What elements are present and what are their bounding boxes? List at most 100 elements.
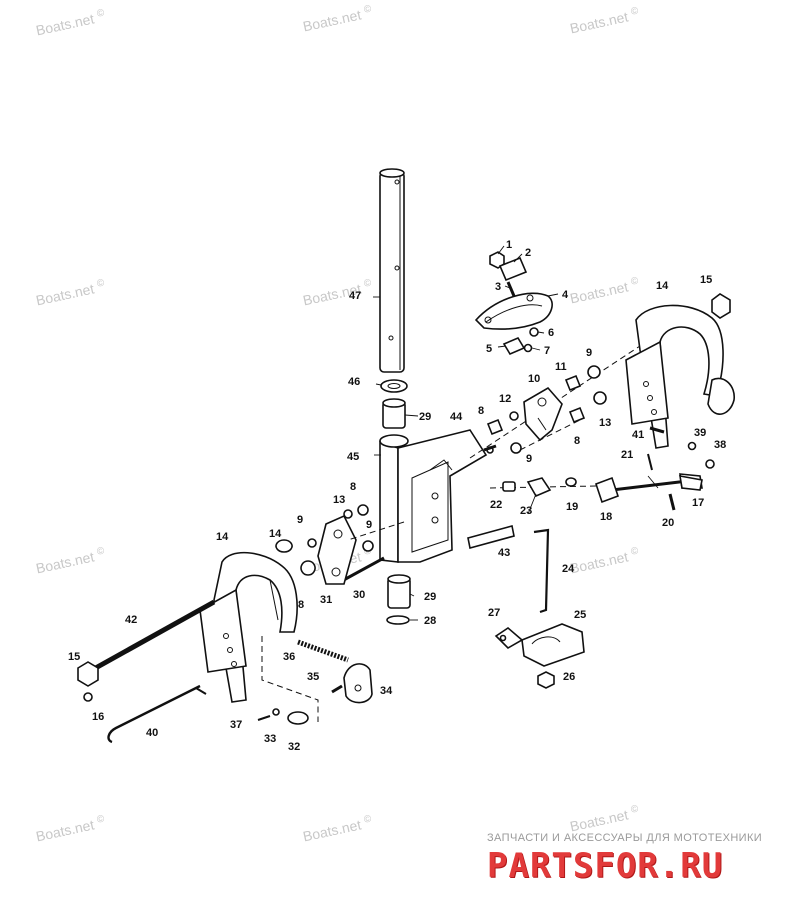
callout-15: 15 xyxy=(68,651,80,663)
part-22-bushing xyxy=(502,481,516,492)
callout-2: 2 xyxy=(525,247,531,259)
part-18-clevis xyxy=(594,476,620,504)
brand-name: PARTSFOR.RU xyxy=(487,846,724,886)
callout-30: 30 xyxy=(353,589,365,601)
part-17-rod-end xyxy=(679,475,703,491)
callout-24: 24 xyxy=(562,563,575,575)
callout-6: 6 xyxy=(548,327,554,339)
part-41-screw xyxy=(649,426,665,434)
part-43-decal xyxy=(467,525,515,549)
callout-15: 15 xyxy=(700,274,712,286)
part-26-nut xyxy=(537,671,555,689)
brand-logo: ЗАПЧАСТИ И АКСЕССУАРЫ ДЛЯ МОТОТЕХНИКИ PA… xyxy=(487,832,787,886)
callout-labels: 1 2 3 4 5 6 7 8 8 8 8 9 9 9 9 10 11 12 1… xyxy=(68,239,726,753)
callout-33: 33 xyxy=(264,733,276,745)
callout-8: 8 xyxy=(574,435,580,447)
part-33-washer xyxy=(272,708,280,716)
callout-9: 9 xyxy=(297,514,303,526)
callout-29: 29 xyxy=(419,411,431,423)
callout-40: 40 xyxy=(146,727,158,739)
part-30-pin xyxy=(339,556,385,584)
part-42-long-bolt xyxy=(90,599,216,673)
callout-8: 8 xyxy=(298,599,304,611)
part-20-pin xyxy=(668,493,676,511)
part-6-nut xyxy=(529,327,539,337)
callout-36: 36 xyxy=(283,651,295,663)
callout-14: 14 xyxy=(269,528,282,540)
callout-4: 4 xyxy=(562,289,569,301)
callout-23: 23 xyxy=(520,505,532,517)
callout-8: 8 xyxy=(350,481,356,493)
callout-37: 37 xyxy=(230,719,242,731)
part-27-clip xyxy=(494,626,524,649)
callout-14: 14 xyxy=(656,280,669,292)
part-5-clip xyxy=(502,336,526,356)
part-31-plate xyxy=(317,514,357,585)
callout-13: 13 xyxy=(333,494,345,506)
callout-21: 21 xyxy=(621,449,633,461)
callout-34: 34 xyxy=(380,685,393,697)
part-10-plate xyxy=(523,386,563,442)
part-14-clamp-bracket-right xyxy=(625,304,735,449)
callout-9: 9 xyxy=(366,519,372,531)
part-45-swivel-bracket xyxy=(379,429,488,563)
callout-26: 26 xyxy=(563,671,575,683)
callout-20: 20 xyxy=(662,517,674,529)
leader-lines xyxy=(373,245,659,621)
part-15-nut-right xyxy=(711,293,731,319)
callout-42: 42 xyxy=(125,614,137,626)
callout-35: 35 xyxy=(307,671,319,683)
callout-29: 29 xyxy=(424,591,436,603)
callout-32: 32 xyxy=(288,741,300,753)
callout-9: 9 xyxy=(586,347,592,359)
callout-10: 10 xyxy=(528,373,540,385)
callout-18: 18 xyxy=(600,511,612,523)
part-16-washer xyxy=(83,692,93,702)
callout-22: 22 xyxy=(490,499,502,511)
callout-19: 19 xyxy=(566,501,578,513)
callout-16: 16 xyxy=(92,711,104,723)
callout-8: 8 xyxy=(478,405,484,417)
part-38-washer xyxy=(705,459,715,469)
callout-17: 17 xyxy=(692,497,704,509)
fasteners-right-upper xyxy=(486,365,607,454)
part-37-screw xyxy=(257,715,271,721)
part-7-screw xyxy=(523,343,533,353)
callout-14: 14 xyxy=(216,531,229,543)
part-34-lever xyxy=(343,663,373,704)
part-40-rod xyxy=(107,684,207,744)
callout-25: 25 xyxy=(574,609,586,621)
callout-41: 41 xyxy=(632,429,644,441)
callout-39: 39 xyxy=(694,427,706,439)
part-46-washer xyxy=(380,379,408,393)
callout-7: 7 xyxy=(544,345,550,357)
callout-38: 38 xyxy=(714,439,726,451)
callout-12: 12 xyxy=(499,393,511,405)
part-39-nut xyxy=(687,441,697,451)
part-19-washer xyxy=(565,477,577,487)
brand-tagline: ЗАПЧАСТИ И АКСЕССУАРЫ ДЛЯ МОТОТЕХНИКИ xyxy=(487,832,763,844)
callout-11: 11 xyxy=(555,361,567,373)
fasteners-center-left xyxy=(275,504,374,576)
part-3-pin xyxy=(506,281,516,297)
part-29-bushing-upper xyxy=(382,398,406,429)
callout-43: 43 xyxy=(498,547,510,559)
callout-5: 5 xyxy=(486,343,492,355)
part-4-curved-strap xyxy=(474,292,553,330)
callout-13: 13 xyxy=(599,417,611,429)
part-25-block xyxy=(521,623,585,667)
part-29-bushing-lower xyxy=(387,574,411,609)
callout-31: 31 xyxy=(320,594,332,606)
callout-45: 45 xyxy=(347,451,359,463)
part-2-block xyxy=(498,256,528,282)
part-44-screw xyxy=(483,444,497,452)
part-14-clamp-bracket-left xyxy=(199,551,298,703)
part-28-o-ring xyxy=(386,615,410,625)
callout-46: 46 xyxy=(348,376,360,388)
part-36-spring xyxy=(297,639,349,663)
callout-9: 9 xyxy=(526,453,532,465)
part-15-nut-left xyxy=(77,661,99,687)
part-23-lever xyxy=(526,477,552,498)
part-47-tube xyxy=(379,168,405,373)
